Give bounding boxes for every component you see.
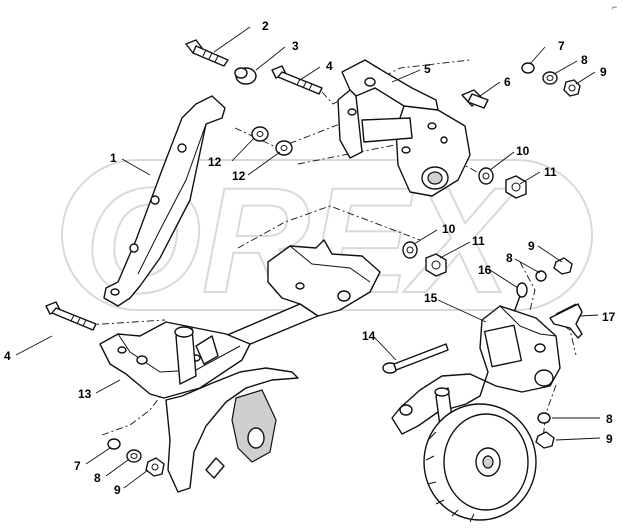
part-nut-9-bottom-left bbox=[145, 457, 165, 477]
callout-2: 2 bbox=[262, 19, 269, 33]
part-washer-10-center bbox=[402, 241, 418, 259]
part-bolt-14 bbox=[382, 343, 449, 374]
callout-15: 15 bbox=[424, 291, 438, 305]
part-l-pin-17 bbox=[549, 303, 583, 339]
part-bolt-top bbox=[185, 39, 229, 67]
part-washer-8-right-top bbox=[535, 270, 547, 282]
callout-8-top: 8 bbox=[581, 53, 588, 67]
corner-mark: ⌐ bbox=[612, 2, 617, 12]
part-washer-12a bbox=[251, 126, 269, 142]
callout-13: 13 bbox=[78, 387, 92, 401]
callout-3: 3 bbox=[292, 39, 299, 53]
callout-8-right-top: 8 bbox=[506, 251, 513, 265]
callout-7-top: 7 bbox=[558, 39, 565, 53]
part-pivot-bracket bbox=[337, 59, 471, 197]
part-bolt-long-lower bbox=[45, 301, 97, 331]
callout-16: 16 bbox=[478, 263, 492, 277]
callout-10-center: 10 bbox=[442, 222, 456, 236]
callout-labels: 2 3 4 5 6 7 8 9 1 12 12 10 11 10 11 9 8 … bbox=[4, 19, 616, 497]
part-lower-frame bbox=[99, 321, 299, 493]
part-nut-9-right-top bbox=[553, 257, 573, 275]
part-bolt-long-upper bbox=[271, 65, 323, 95]
callout-7-bottom: 7 bbox=[74, 459, 81, 473]
part-main-frame bbox=[224, 239, 381, 351]
part-bolt-short bbox=[461, 89, 489, 109]
part-washer-8-bottom-left bbox=[126, 449, 142, 463]
callout-14: 14 bbox=[362, 329, 376, 343]
part-cap-7-top bbox=[521, 62, 535, 74]
callout-10-upper: 10 bbox=[516, 144, 530, 158]
callout-12-b: 12 bbox=[232, 169, 246, 183]
callout-8-bottom-left: 8 bbox=[94, 471, 101, 485]
part-washer-8-top bbox=[542, 71, 558, 85]
callout-9-bottom-left: 9 bbox=[114, 483, 121, 497]
callout-5: 5 bbox=[424, 62, 431, 76]
part-cap-7-bottom bbox=[107, 438, 121, 450]
part-washer-8-right-bottom bbox=[537, 412, 551, 424]
callout-1: 1 bbox=[110, 151, 117, 165]
part-wheel-assembly bbox=[391, 305, 561, 523]
part-washer-10-upper bbox=[478, 167, 494, 185]
callout-11-center: 11 bbox=[472, 234, 485, 248]
part-nut-9-top bbox=[563, 79, 581, 97]
part-washer-12b bbox=[275, 140, 293, 156]
callout-6: 6 bbox=[504, 75, 511, 89]
part-nut-11-upper bbox=[505, 175, 527, 199]
callout-9-top: 9 bbox=[600, 65, 607, 79]
callout-12-a: 12 bbox=[208, 155, 222, 169]
part-nut-9-right-bottom bbox=[535, 431, 555, 449]
part-upright-strap bbox=[103, 95, 226, 307]
callout-11-upper: 11 bbox=[544, 165, 557, 179]
part-nut-11-center bbox=[425, 253, 447, 277]
callout-4-lower: 4 bbox=[4, 349, 11, 363]
callout-9-right-top: 9 bbox=[528, 239, 535, 253]
callout-9-right-bottom: 9 bbox=[606, 432, 613, 446]
leader-lines bbox=[15, 26, 601, 489]
callout-4-upper: 4 bbox=[326, 59, 333, 73]
callout-8-right-bottom: 8 bbox=[606, 412, 613, 426]
part-spacer-sleeve bbox=[234, 67, 257, 85]
callout-17: 17 bbox=[602, 310, 616, 324]
